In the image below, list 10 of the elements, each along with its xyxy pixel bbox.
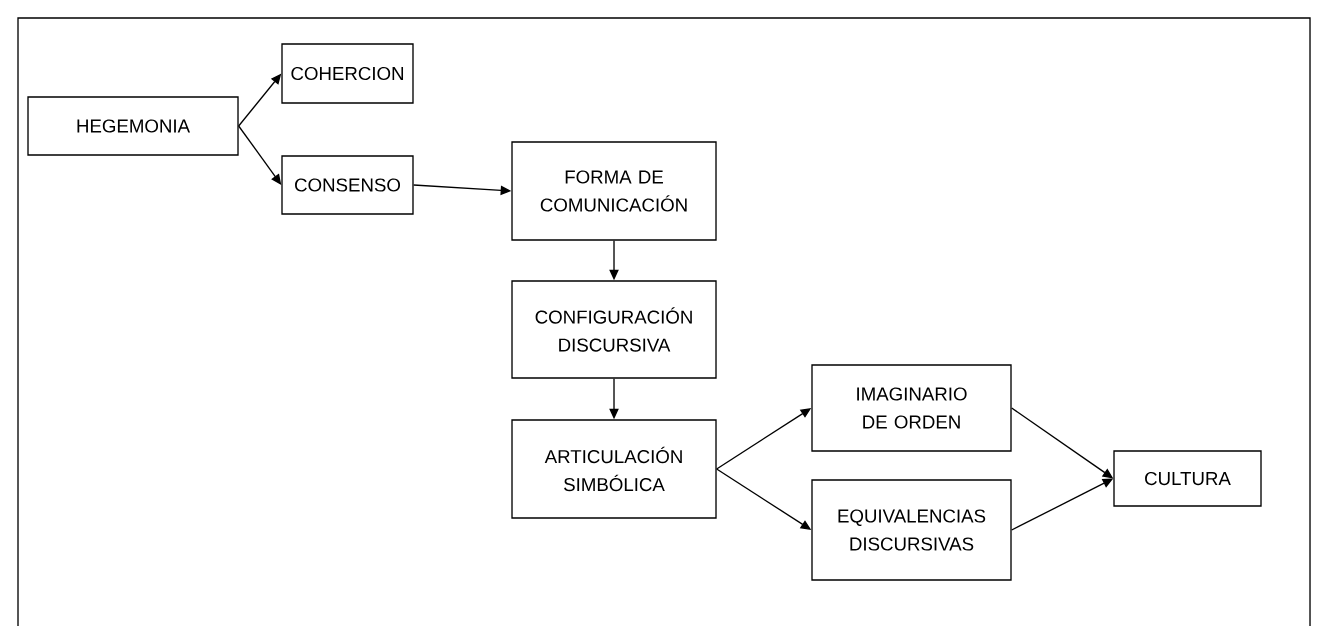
process-box: FORMA DE COMUNICACIÓN	[511, 141, 717, 241]
process-box: EQUIVALENCIAS DISCURSIVAS	[811, 479, 1012, 581]
process-box: IMAGINARIO DE ORDEN	[811, 364, 1012, 452]
process-box: CONSENSO	[281, 155, 414, 215]
process-box: ARTICULACIÓN SIMBÓLICA	[511, 419, 717, 519]
process-box: COHERCION	[281, 43, 414, 104]
process-box: CONFIGURACIÓN DISCURSIVA	[511, 280, 717, 379]
process-box: CULTURA	[1113, 450, 1262, 507]
process-box: HEGEMONIA	[27, 96, 239, 156]
arrow	[238, 125, 282, 185]
